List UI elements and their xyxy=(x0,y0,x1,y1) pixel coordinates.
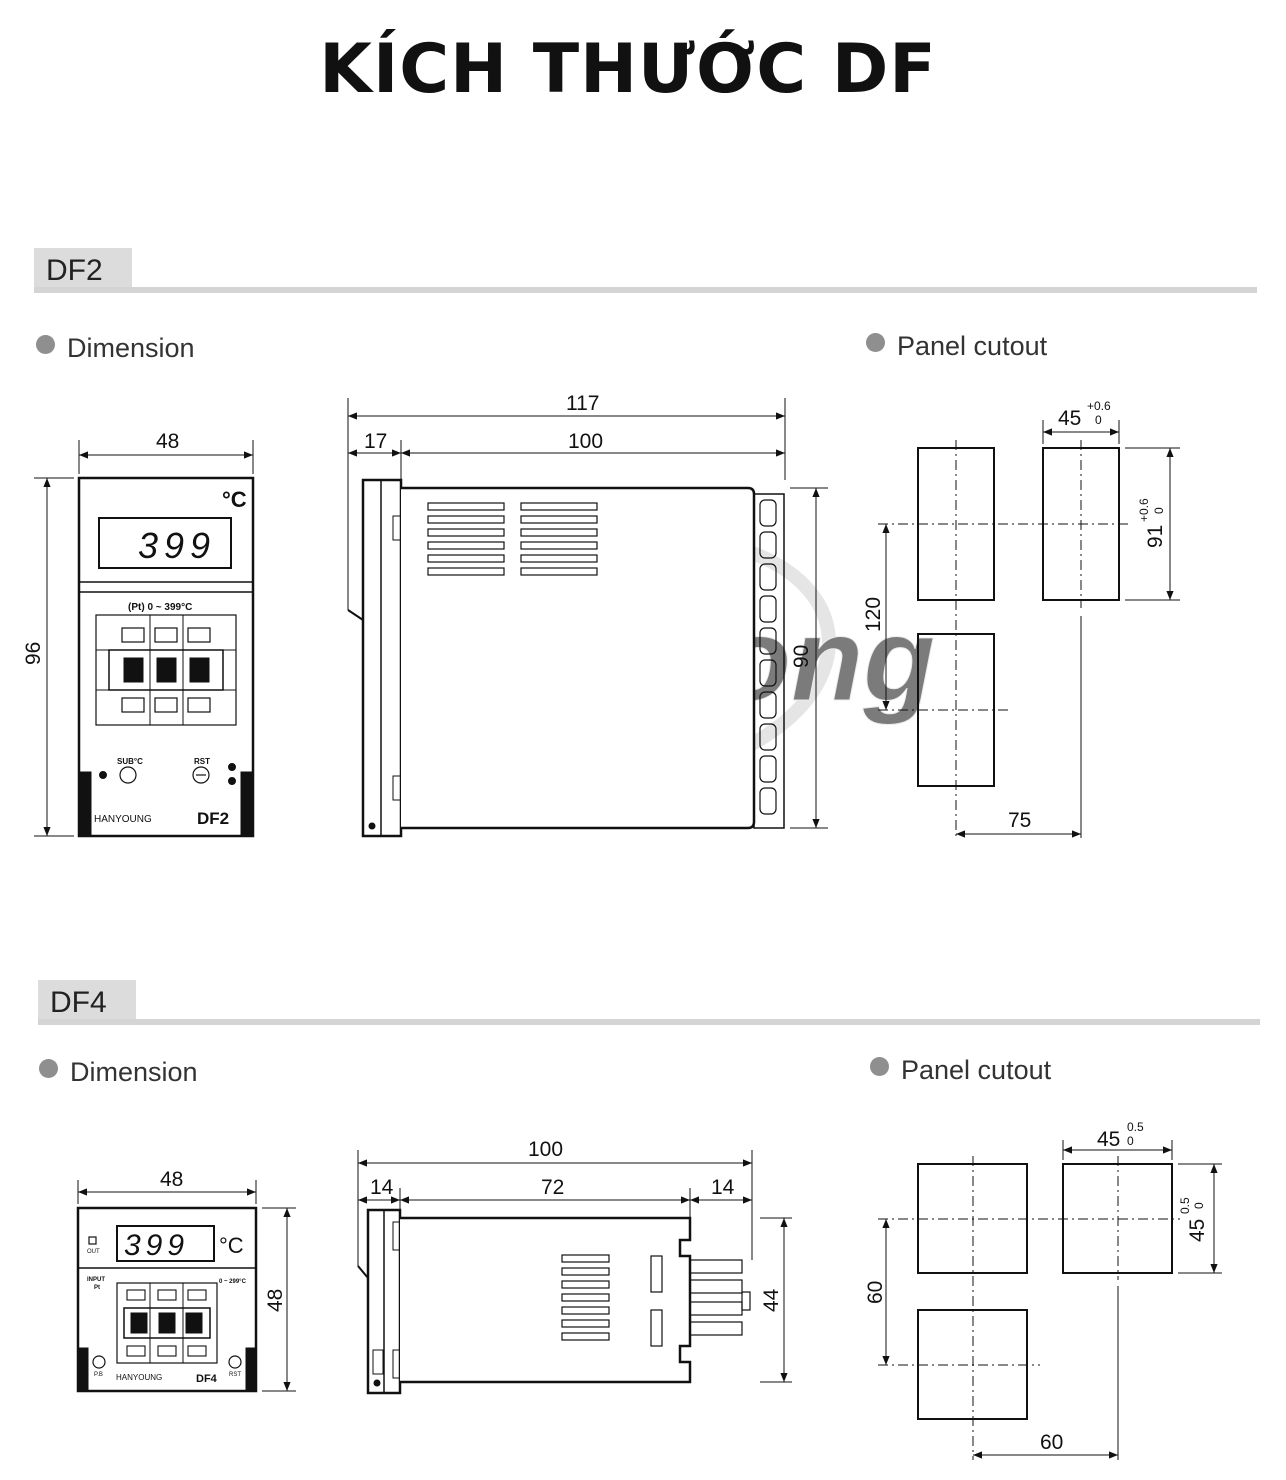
df4-side-total-dim: 100 xyxy=(528,1138,563,1161)
df4-model: DF4 xyxy=(196,1373,218,1385)
df2-cutout-height-dim: 91 xyxy=(1144,525,1167,548)
df2-range-label: (Pt) 0 ~ 399°C xyxy=(128,602,192,613)
df2-panel-cutout-heading: Panel cutout xyxy=(866,331,1047,362)
df4-input-type: Pt xyxy=(94,1285,100,1291)
df4-unit-symbol: °C xyxy=(219,1233,244,1258)
df2-display-value: 399 xyxy=(138,525,216,566)
bullet-icon xyxy=(870,1057,889,1076)
df2-brand: HANYOUNG xyxy=(94,814,152,825)
section-tab-df2: DF2 xyxy=(34,248,132,292)
df4-front-width-dim: 48 xyxy=(160,1168,183,1191)
df4-display-value: 399 xyxy=(124,1229,189,1262)
df4-cutout-height-tol-upper: 0.5 xyxy=(1178,1197,1192,1214)
df4-cutout-width-tol-lower: 0 xyxy=(1127,1134,1134,1148)
df2-cutout-pitch-vertical: 120 xyxy=(862,597,885,632)
df4-rst-label: RST xyxy=(229,1372,241,1378)
df4-side-body-dim: 72 xyxy=(541,1176,564,1199)
df2-cutout-width-tol-lower: 0 xyxy=(1095,413,1102,427)
df4-side-dimensions xyxy=(357,1150,792,1383)
df4-dimension-heading: Dimension xyxy=(39,1057,198,1088)
df4-front-texts: 399 °C OUT INPUT Pt 0 ~ 299°C 1 2 3 P.B … xyxy=(87,1229,247,1385)
section-divider-df4 xyxy=(38,1019,1260,1025)
df2-side-height-dim: 90 xyxy=(790,645,813,668)
df2-front-texts: °C 399 (Pt) 0 ~ 399°C 1 2 3 SUB°C RST HA… xyxy=(94,487,247,828)
df4-brand: HANYOUNG xyxy=(116,1373,162,1382)
df2-dimension-heading: Dimension xyxy=(36,333,195,364)
df4-pb-label: P.B xyxy=(94,1372,103,1378)
df2-cutout-width-dim: 45 xyxy=(1058,407,1081,430)
df4-cutout-pitch-vertical: 60 xyxy=(864,1281,887,1304)
df2-cutout-drawing xyxy=(878,420,1180,838)
df4-front-height-dim: 48 xyxy=(264,1289,287,1312)
df2-digit-3: 3 xyxy=(194,662,205,683)
df2-model: DF2 xyxy=(197,809,229,828)
df4-front-view xyxy=(76,1206,258,1393)
df2-side-dimensions xyxy=(347,398,828,829)
df4-side-view xyxy=(357,1208,751,1395)
df4-side-front-dim: 14 xyxy=(370,1176,394,1199)
df2-side-view xyxy=(347,478,785,838)
df2-front-width-dim: 48 xyxy=(156,430,179,453)
section-divider-df2 xyxy=(34,287,1257,293)
df2-sub-label: SUB°C xyxy=(117,757,143,766)
df2-rst-label: RST xyxy=(194,757,210,766)
df2-cutout-pitch-horizontal: 75 xyxy=(1008,809,1031,832)
df2-cutout-width-tol-upper: +0.6 xyxy=(1087,399,1111,413)
bullet-icon xyxy=(36,335,55,354)
df4-side-height-dim: 44 xyxy=(760,1288,783,1312)
df4-digit-2: 2 xyxy=(163,1317,171,1334)
df4-panel-cutout-heading: Panel cutout xyxy=(870,1055,1051,1086)
df2-cutout-height-tol-lower: 0 xyxy=(1152,507,1166,514)
df2-unit-symbol: °C xyxy=(222,487,247,512)
df4-input-label: INPUT xyxy=(87,1277,105,1283)
df2-cutout-height-tol-upper: +0.6 xyxy=(1137,498,1151,522)
page-title: KÍCH THƯỚC DF xyxy=(319,30,937,109)
df4-front-dimensions xyxy=(77,1180,296,1392)
df2-front-dimensions xyxy=(34,440,254,837)
df4-out-label: OUT xyxy=(87,1249,100,1255)
df4-digit-1: 1 xyxy=(135,1317,143,1334)
df2-side-body-dim: 100 xyxy=(568,430,603,453)
df2-digit-2: 2 xyxy=(161,662,172,683)
df4-cutout-width-dim: 45 xyxy=(1097,1128,1120,1151)
df4-cutout-drawing xyxy=(878,1140,1222,1460)
df4-cutout-pitch-horizontal: 60 xyxy=(1040,1431,1063,1454)
bullet-icon xyxy=(39,1059,58,1078)
df4-cutout-height-tol-lower: 0 xyxy=(1192,1202,1206,1209)
df2-front-height-dim: 96 xyxy=(22,642,45,665)
df2-side-total-dim: 117 xyxy=(566,392,599,415)
df2-digit-1: 1 xyxy=(128,662,139,683)
df4-cutout-width-tol-upper: 0.5 xyxy=(1127,1120,1144,1134)
df2-side-front-dim: 17 xyxy=(364,430,387,453)
bullet-icon xyxy=(866,333,885,352)
df4-side-rear-dim: 14 xyxy=(711,1176,735,1199)
df2-front-view xyxy=(77,476,255,838)
df4-digit-3: 3 xyxy=(190,1317,198,1334)
df4-range-label: 0 ~ 299°C xyxy=(219,1279,247,1285)
df4-cutout-height-dim: 45 xyxy=(1186,1219,1209,1242)
section-tab-df4: DF4 xyxy=(38,980,136,1024)
